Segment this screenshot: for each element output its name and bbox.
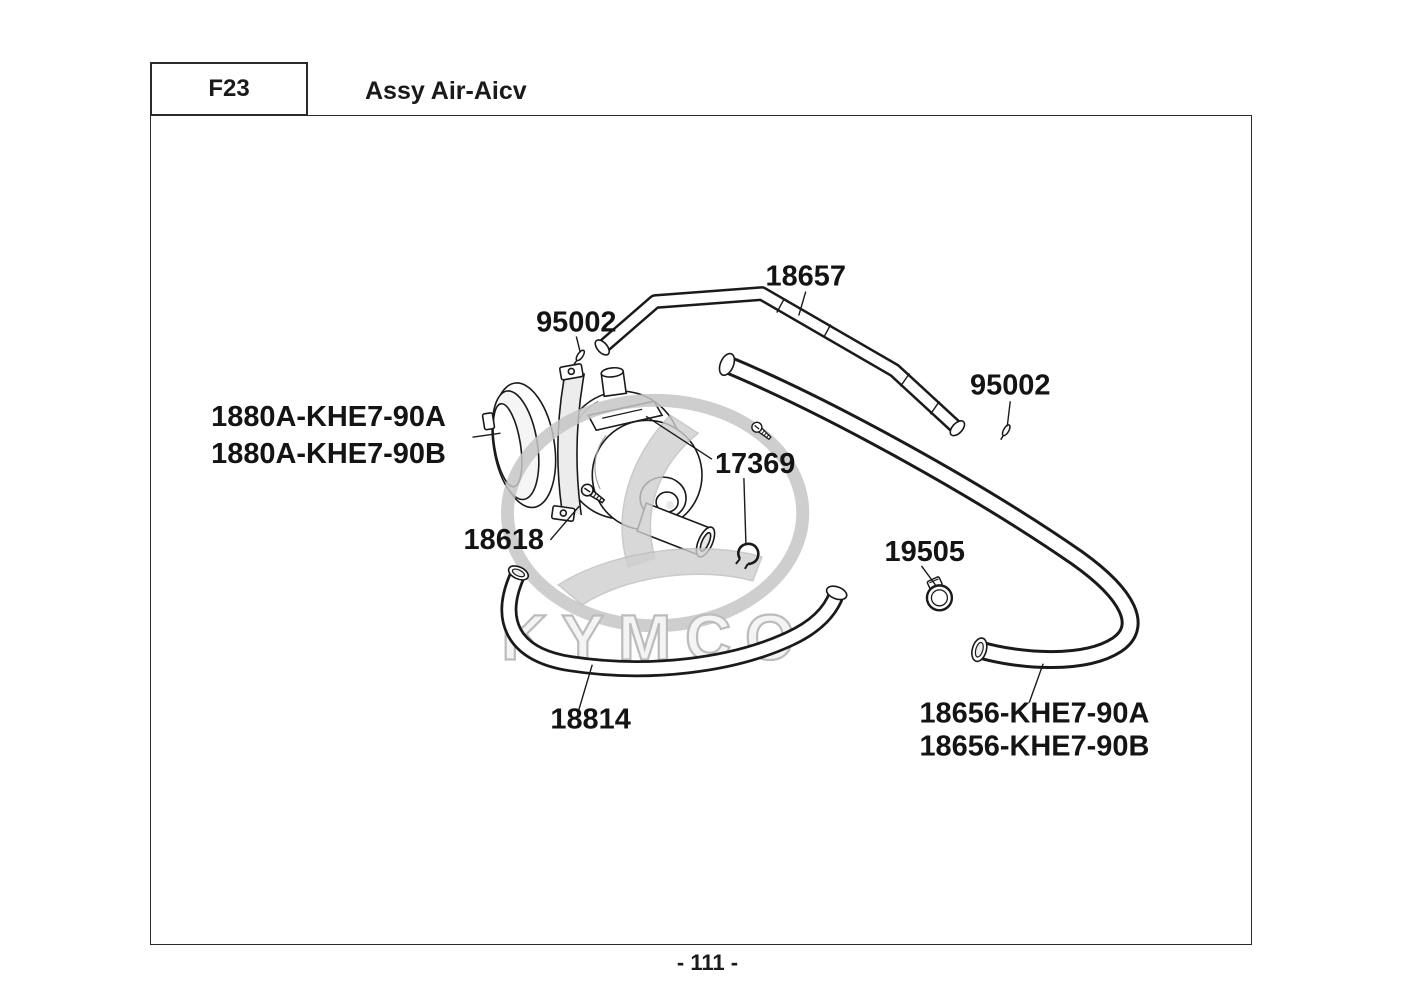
part-label-95002-left: 95002: [536, 306, 616, 338]
part-label-95002-right: 95002: [970, 369, 1050, 401]
watermark-emblem-2: [557, 547, 763, 606]
section-code: F23: [208, 75, 250, 102]
part-label-17369: 17369: [715, 448, 795, 480]
valve-diaphragm-cover: [481, 382, 557, 509]
watermark-ring: [500, 393, 810, 633]
wire-clip: [735, 542, 760, 570]
part-label-19505: 19505: [885, 536, 965, 568]
part-label-1880a-khe7-90a: 1880A-KHE7-90A: [211, 401, 446, 433]
diagram-frame: KYMCO: [150, 115, 1252, 945]
leader-lines: [472, 291, 1044, 712]
part-label-18618: 18618: [464, 524, 544, 556]
hose-18656: [718, 352, 1140, 669]
part-label-18656-khe7-90a: 18656-KHE7-90A: [919, 698, 1149, 730]
screw-17369: [751, 421, 772, 441]
hose-18814: [500, 565, 848, 678]
exploded-diagram: KYMCO: [211, 261, 1149, 763]
part-label-18814: 18814: [550, 704, 630, 736]
clip-95002-left: [573, 349, 586, 365]
part-label-18656-khe7-90b: 18656-KHE7-90B: [919, 730, 1149, 762]
section-code-box: F23: [150, 62, 308, 116]
clamp-19505: [925, 576, 954, 612]
part-label-18657: 18657: [766, 261, 846, 293]
clip-95002-right: [1000, 424, 1011, 441]
assembly-title: Assy Air-Aicv: [365, 77, 527, 105]
page-number: - 111 -: [676, 950, 739, 975]
part-label-1880a-khe7-90b: 1880A-KHE7-90B: [211, 438, 446, 470]
hose-18657: [594, 286, 966, 437]
screw-18618: [580, 483, 606, 504]
